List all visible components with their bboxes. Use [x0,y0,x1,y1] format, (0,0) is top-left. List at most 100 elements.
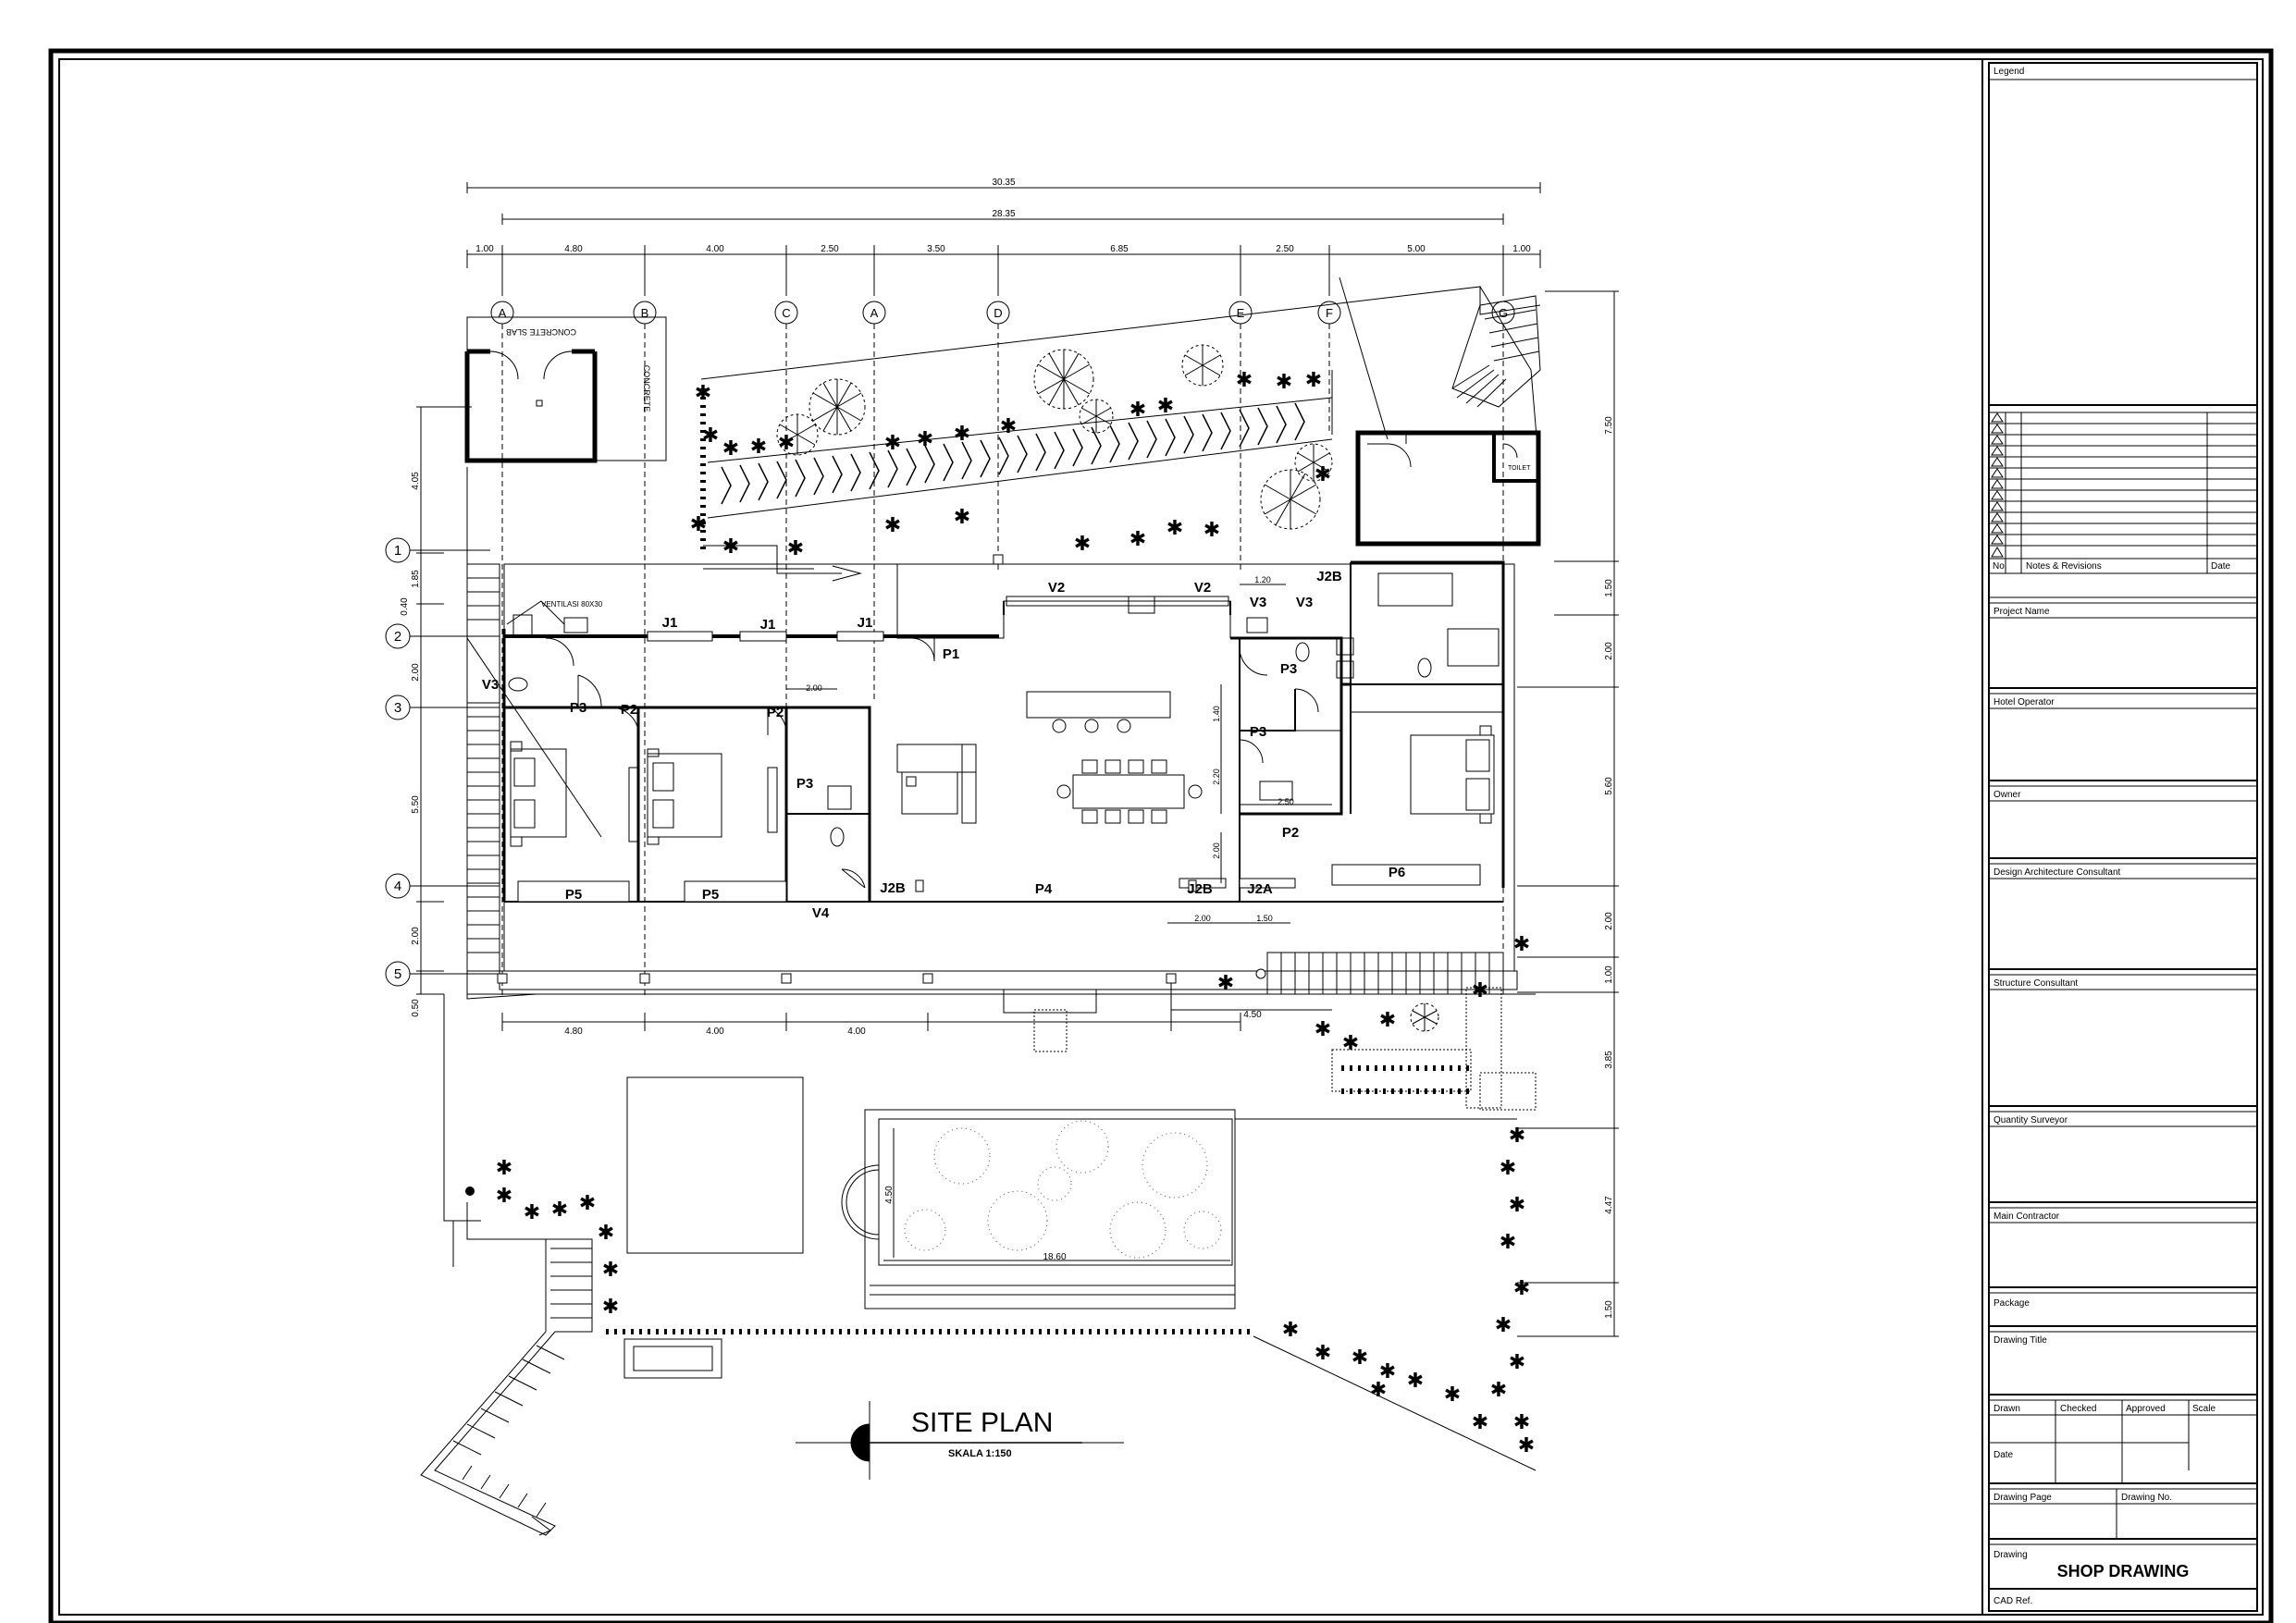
grid-row-1: 1 [394,543,401,559]
tag-V3-1: V3 [1250,595,1266,610]
west-stair [466,563,500,972]
hotel-operator-label: Hotel Operator [1994,697,2055,707]
garage: TOILET [1355,430,1541,547]
tag-V4: V4 [812,905,830,921]
dim-bottom-1: 4.80 [564,1027,583,1037]
tag-V3-3: V3 [482,677,499,693]
tag-P3-3: P3 [1280,661,1297,677]
checked-label: Checked [2060,1404,2096,1414]
date-label: Date [1994,1450,2014,1460]
grid-col-D: D [994,306,1002,320]
dim-right-7: 3.85 [1604,1051,1614,1069]
pool-area: 18.60 4.50 [623,1076,1517,1379]
north-east-stair [1451,295,1541,408]
tag-J2B-2: J2B [880,880,906,896]
dim-seg-1: 1.00 [475,244,494,254]
bed-2 [647,748,722,845]
dim-right-3: 2.00 [1604,642,1614,660]
dining-table [1056,759,1203,824]
scale-label: Scale [2192,1404,2216,1414]
pool-deck [864,1109,1236,1309]
planter-box [623,1338,722,1379]
svg-text:✱: ✱ [602,1295,619,1318]
dim-total: 30.35 [992,178,1015,188]
tag-P6: P6 [1389,865,1405,880]
grid-col-A: A [499,306,507,320]
svg-text:✱: ✱ [1472,1410,1488,1433]
dim-bottom-3: 4.00 [847,1027,866,1037]
svg-text:✱: ✱ [1509,1193,1525,1216]
svg-text:✱: ✱ [917,427,933,450]
tag-V3-2: V3 [1296,595,1313,610]
svg-text:✱: ✱ [1500,1156,1516,1179]
tag-P2-3: P2 [1282,825,1299,841]
svg-text:✱: ✱ [1444,1383,1461,1406]
main-contractor-label: Main Contractor [1994,1211,2060,1222]
element-tags: J1 J1 J1 J2B J2B J2B J2A V2 V2 V3 V3 V3 … [482,569,1405,921]
svg-text:✱: ✱ [722,535,739,558]
svg-text:✱: ✱ [695,381,711,404]
svg-text:✱: ✱ [1315,1017,1331,1040]
dim-inner-total: 28.35 [992,209,1015,219]
dim-right-4: 5.60 [1604,777,1614,795]
dim-right-8: 4.47 [1604,1196,1614,1214]
tag-P2-2: P2 [767,705,784,720]
svg-text:✱: ✱ [884,513,901,536]
tree-2 [776,413,819,456]
tree-4 [1079,399,1114,434]
concrete-slab-label: CONCRETE SLAB [506,327,576,337]
tag-P3-2: P3 [796,776,813,792]
drawing-label: Drawing [1994,1550,2028,1560]
svg-text:✱: ✱ [1379,1008,1396,1031]
grid-col-G: G [1499,306,1508,320]
svg-text:✱: ✱ [1379,1359,1396,1383]
grid-col-A2: A [870,306,879,320]
svg-text:✱: ✱ [954,422,970,445]
svg-text:✱: ✱ [602,1258,619,1281]
bed-1 [510,741,567,847]
furniture [466,572,1500,847]
svg-text:✱: ✱ [496,1184,512,1207]
svg-text:✱: ✱ [524,1200,540,1223]
driveway [703,397,1333,582]
svg-text:✱: ✱ [1513,1276,1530,1299]
svg-text:✱: ✱ [750,435,767,458]
tag-V2-2: V2 [1194,580,1211,596]
grid-col-C: C [782,306,790,320]
svg-text:✱: ✱ [1407,1369,1424,1392]
tag-J1-1: J1 [662,615,678,631]
svg-text:✱: ✱ [496,1156,512,1179]
title-block: Legend No. Notes & Revisions Date [1981,59,2258,1615]
legend-label: Legend [1994,67,2024,77]
tag-J2A: J2A [1247,881,1273,897]
east-terrace-stair [1266,952,1504,995]
inner-border [58,58,2264,1616]
svg-text:✱: ✱ [1509,1124,1525,1147]
pool-width-dim: 18.60 [1043,1252,1066,1262]
dim-right-6: 1.00 [1604,965,1614,984]
signoff-grid: Drawn Checked Approved Scale Date [1989,1400,2257,1484]
tag-J1-2: J1 [760,617,776,633]
svg-text:✱: ✱ [1315,462,1331,486]
dim-inner-5: 2.50 [1278,797,1294,806]
approved-label: Approved [2126,1404,2166,1414]
grid-col-B: B [641,306,649,320]
svg-text:✱: ✱ [1129,398,1146,421]
grid-col-E: E [1237,306,1245,320]
quantity-surveyor-label: Quantity Surveyor [1994,1115,2068,1125]
dim-left-1: 4.05 [411,472,421,490]
svg-text:✱: ✱ [1305,368,1322,391]
grid-row-3: 3 [394,700,401,716]
rev-no-label: No. [1993,561,2007,572]
site-plan: 30.35 28.35 1.00 4.80 4.00 2.50 3.50 6.8… [385,178,1619,1536]
drawn-label: Drawn [1994,1404,2020,1414]
dim-left-5: 5.50 [411,795,421,814]
package-label: Package [1994,1298,2030,1309]
dim-right-2: 1.50 [1604,579,1614,597]
south-stair [420,1238,593,1536]
svg-text:✱: ✱ [1509,1350,1525,1373]
svg-text:✱: ✱ [551,1198,568,1221]
dim-seg-3: 4.00 [706,244,724,254]
dim-bottom-4: 4.50 [1243,1010,1262,1020]
dim-inner-6: 2.00 [1194,914,1211,923]
